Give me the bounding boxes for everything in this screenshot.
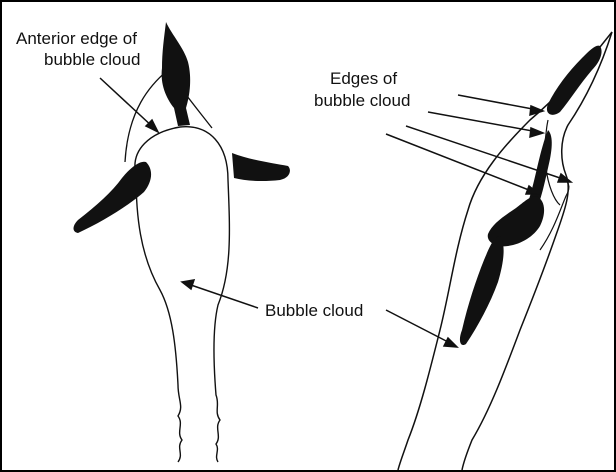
arrow-edges-1	[458, 95, 538, 110]
arrow-edges-2	[428, 112, 538, 132]
arrowhead-bubble-cloud-right	[444, 338, 457, 347]
right-bubble-outline-outer	[398, 32, 612, 470]
arrowhead-edges-3	[558, 174, 571, 182]
arrowhead-bubble-cloud-left	[182, 280, 194, 289]
left-penguin-group	[74, 22, 290, 462]
label-edges-line2: bubble cloud	[314, 91, 410, 110]
arrowhead-edges-1	[530, 106, 543, 115]
label-bubble-cloud: Bubble cloud	[265, 301, 363, 320]
label-anterior-edge-line2: bubble cloud	[44, 50, 140, 69]
right-penguin-group	[398, 32, 612, 470]
right-bubble-outline-inner	[462, 32, 612, 470]
right-penguin-lower-flipper	[460, 236, 504, 345]
left-penguin-right-flipper	[232, 153, 290, 181]
arrowhead-edges-2	[530, 128, 543, 137]
left-penguin-head	[162, 22, 191, 126]
left-penguin-left-flipper	[74, 162, 152, 233]
label-anterior-edge-line1: Anterior edge of	[16, 29, 137, 48]
arrow-bubble-cloud-right	[386, 310, 452, 344]
label-edges-line1: Edges of	[330, 69, 397, 88]
arrow-edges-4	[386, 134, 534, 192]
arrow-anterior-edge	[100, 78, 154, 128]
left-bubble-cloud-outline-left	[136, 175, 182, 462]
